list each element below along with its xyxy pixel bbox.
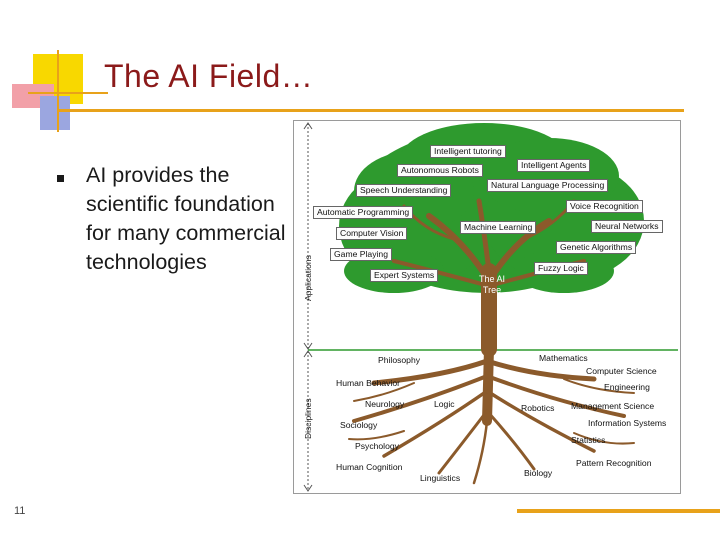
discipline-label: Pattern Recognition <box>576 458 652 468</box>
discipline-label: Mathematics <box>539 353 588 363</box>
discipline-label: Logic <box>434 399 455 409</box>
discipline-label: Statistics <box>571 435 606 445</box>
slide-title: The AI Field… <box>104 58 314 94</box>
axis-arrow-bottom <box>303 484 313 492</box>
discipline-label: Computer Science <box>586 366 657 376</box>
corner-line-horizontal <box>28 92 108 94</box>
app-label: Intelligent Agents <box>517 159 591 172</box>
app-label: Autonomous Robots <box>397 164 483 177</box>
discipline-label: Robotics <box>521 403 555 413</box>
app-label: Machine Learning <box>460 221 537 234</box>
bullet-text: AI provides the scientific foundation fo… <box>86 163 286 274</box>
discipline-label: Human Cognition <box>336 462 403 472</box>
discipline-label: Philosophy <box>378 355 421 365</box>
app-label: Genetic Algorithms <box>556 241 637 254</box>
app-label: Computer Vision <box>336 227 408 240</box>
discipline-label: Human Behavior <box>336 378 401 388</box>
discipline-label: Psychology <box>355 441 399 451</box>
tree-name-label: The AI Tree <box>478 274 505 295</box>
discipline-label: Neurology <box>365 399 405 409</box>
app-label: Automatic Programming <box>313 206 414 219</box>
axis-label-applications: Applications <box>303 255 313 301</box>
axis-arrow-mid-down <box>303 342 313 350</box>
axis-arrow-top <box>303 122 313 130</box>
app-label: Neural Networks <box>591 220 663 233</box>
discipline-label: Information Systems <box>588 418 667 428</box>
discipline-label: Sociology <box>340 420 378 430</box>
footer-rule <box>517 509 720 513</box>
discipline-label: Linguistics <box>420 473 461 483</box>
corner-line-vertical <box>57 50 59 132</box>
app-label: Voice Recognition <box>566 200 643 213</box>
ai-tree-diagram: Applications Disciplines The AI Tree Int… <box>293 120 681 494</box>
title-underline <box>58 109 684 112</box>
app-label: Speech Understanding <box>356 184 452 197</box>
app-label: Expert Systems <box>370 269 439 282</box>
app-label: Intelligent tutoring <box>430 145 506 158</box>
axis-label-disciplines: Disciplines <box>303 398 313 439</box>
discipline-label: Engineering <box>604 382 650 392</box>
tree-roots <box>348 344 635 485</box>
corner-square-blue <box>40 96 70 130</box>
app-label: Fuzzy Logic <box>534 262 588 275</box>
discipline-label: Management Science <box>571 401 655 411</box>
axis-arrow-mid-up <box>303 350 313 358</box>
discipline-label: Biology <box>524 468 553 478</box>
app-label: Game Playing <box>330 248 392 261</box>
bullet-icon <box>57 175 64 182</box>
slide-number: 11 <box>14 505 26 517</box>
app-label: Natural Language Processing <box>487 179 609 192</box>
ai-tree-artwork <box>303 122 678 492</box>
